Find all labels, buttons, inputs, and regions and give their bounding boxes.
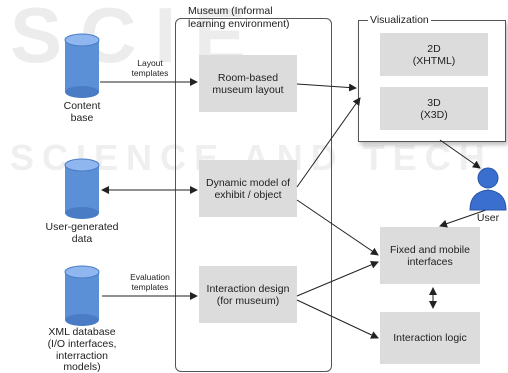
xml-label-line4: models) xyxy=(63,361,101,373)
visualization-title: Visualization xyxy=(368,14,431,26)
content-base-label-line2: base xyxy=(70,112,94,124)
arrow-user-to-interfaces xyxy=(439,209,487,228)
arrow-design-to-logic xyxy=(296,299,379,339)
room-layout-line2: museum layout xyxy=(212,83,284,96)
museum-title-line1: Museum (Informal xyxy=(188,5,273,17)
dynamic-model-line1: Dynamic model of xyxy=(205,176,291,189)
layout-templates-line1: Layout xyxy=(137,58,163,68)
viz-3d-line1: 3D xyxy=(427,96,441,109)
xml-label-line1: XML database xyxy=(48,326,116,338)
arrow-viz-to-user xyxy=(439,139,481,169)
evaluation-templates-line2: templates xyxy=(131,282,169,292)
interaction-design-box: Interaction design(for museum) xyxy=(199,266,297,323)
arrow-dynamic-to-viz xyxy=(296,97,361,188)
cylinder-content-icon xyxy=(64,33,100,98)
dynamic-model-line2: exhibit / object xyxy=(214,188,282,201)
viz-2d-box: 2D(XHTML) xyxy=(380,33,488,76)
evaluation-templates-line1: Evaluation xyxy=(130,272,170,282)
arrow-dynamic-to-interfaces xyxy=(296,199,379,256)
viz-3d-box: 3D(X3D) xyxy=(380,87,488,130)
viz-2d-line1: 2D xyxy=(427,42,441,55)
user-label: User xyxy=(476,212,500,224)
arrow-design-to-interfaces xyxy=(296,261,379,297)
usergen-label-line1: User-generated xyxy=(45,221,119,233)
museum-title-line2: learning environment) xyxy=(188,18,290,30)
interaction-design-line2: (for museum) xyxy=(216,294,280,307)
cylinder-xml-icon xyxy=(64,265,100,326)
xml-label-line2: (I/O interfaces, xyxy=(47,338,117,350)
interaction-design-line1: Interaction design xyxy=(206,282,290,295)
fixed-mobile-line1: Fixed and mobile xyxy=(390,243,470,256)
interaction-logic-line1: Interaction logic xyxy=(393,332,467,344)
arrow-layout-to-viz xyxy=(296,83,357,92)
viz-3d-line2: (X3D) xyxy=(420,108,448,121)
room-layout-line1: Room-based xyxy=(217,71,279,84)
cylinder-usergen-icon xyxy=(64,158,100,219)
viz-2d-line2: (XHTML) xyxy=(412,54,456,67)
xml-label-line3: interraction xyxy=(56,350,108,362)
interaction-logic-box: Interaction logic xyxy=(380,312,480,364)
fixed-mobile-line2: interfaces xyxy=(407,255,453,268)
user-icon xyxy=(469,167,507,211)
usergen-label-line2: data xyxy=(71,233,93,245)
layout-templates-line2: templates xyxy=(131,68,169,78)
content-base-label-line1: Content xyxy=(63,100,101,112)
